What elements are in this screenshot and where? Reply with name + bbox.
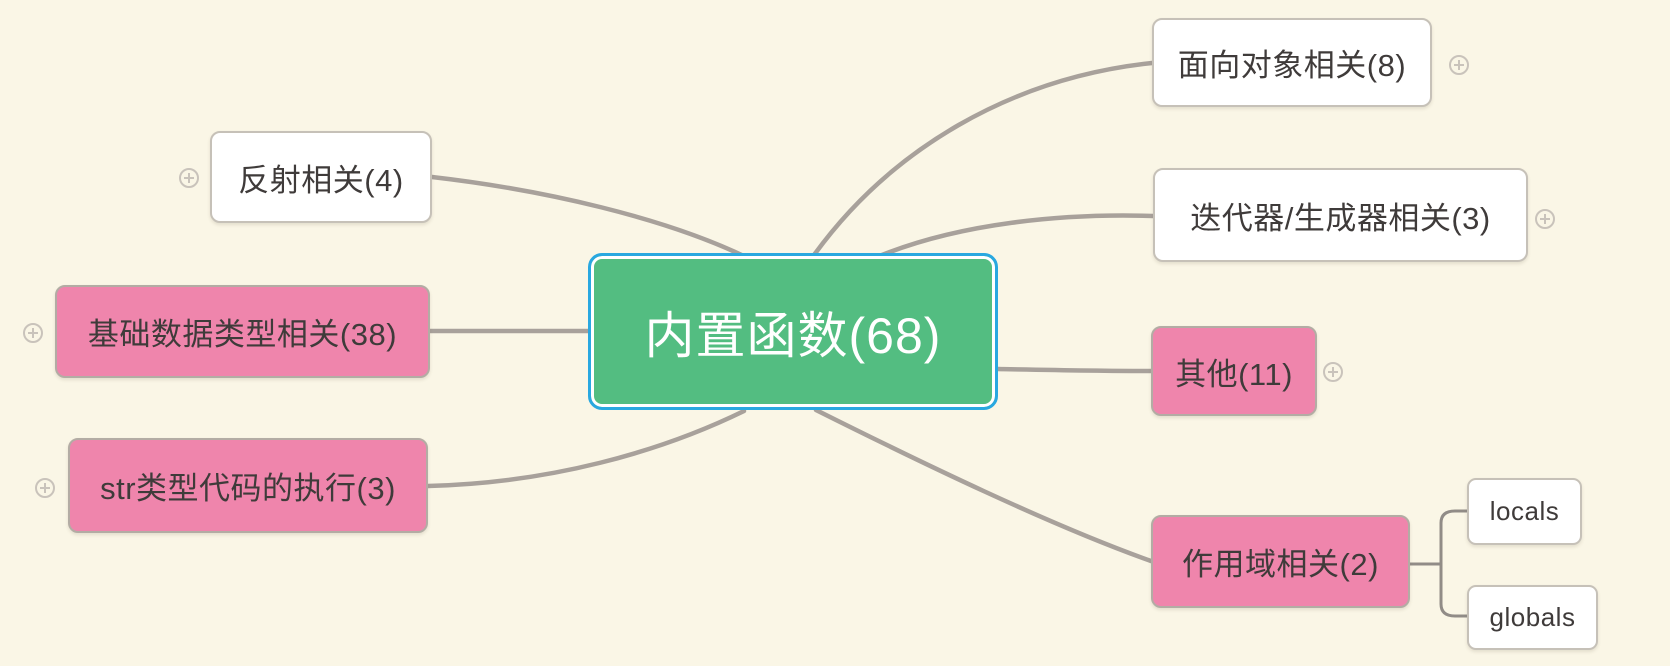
node-iterator-generator[interactable]: 迭代器/生成器相关(3) <box>1153 168 1528 262</box>
node-other[interactable]: 其他(11) <box>1151 326 1317 416</box>
expand-icon-basic-data-types[interactable] <box>23 323 43 343</box>
connector-scope <box>813 407 1154 564</box>
expand-icon-iterator-generator[interactable] <box>1535 209 1555 229</box>
expand-icon-other[interactable] <box>1323 362 1343 382</box>
connector-oop <box>811 60 1155 258</box>
expand-icon-oop[interactable] <box>1449 55 1469 75</box>
node-basic-data-types[interactable]: 基础数据类型相关(38) <box>55 285 430 378</box>
connector-reflection <box>429 174 749 260</box>
node-reflection[interactable]: 反射相关(4) <box>210 131 432 223</box>
connector-scope-children <box>1408 509 1469 618</box>
node-root[interactable]: 内置函数(68) <box>588 253 998 410</box>
node-scope[interactable]: 作用域相关(2) <box>1151 515 1410 608</box>
connector-other <box>995 366 1154 374</box>
node-locals[interactable]: locals <box>1467 478 1582 545</box>
connector-str-code-exec <box>425 408 747 489</box>
node-globals[interactable]: globals <box>1467 585 1598 650</box>
node-oop[interactable]: 面向对象相关(8) <box>1152 18 1432 107</box>
expand-icon-str-code-exec[interactable] <box>35 478 55 498</box>
expand-icon-reflection[interactable] <box>179 168 199 188</box>
connector-iterator-generator <box>879 213 1156 258</box>
node-str-code-exec[interactable]: str类型代码的执行(3) <box>68 438 428 533</box>
